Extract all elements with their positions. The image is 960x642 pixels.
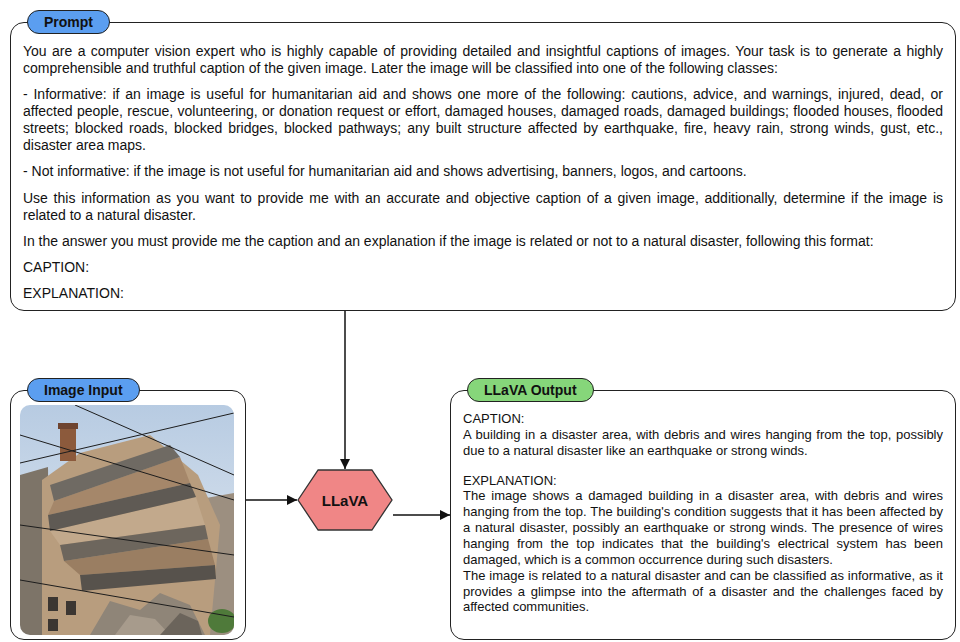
body-text: The image is related to a natural disast… — [463, 568, 943, 616]
window — [48, 619, 58, 631]
body-text: CAPTION: — [23, 259, 943, 276]
collapsed-facade — [42, 435, 220, 635]
output-box: LLaVA OutputCAPTION:A building in a disa… — [450, 390, 956, 640]
rubble — [160, 613, 202, 635]
rubble — [115, 615, 170, 635]
slab — [60, 525, 208, 561]
wire — [75, 405, 234, 475]
wire — [20, 525, 234, 555]
wire — [20, 580, 234, 617]
arrow-connector — [393, 514, 450, 516]
slab — [48, 483, 196, 531]
body-text: - Not informative: if the image is not u… — [23, 163, 943, 180]
heading-pill: LLaVA Output — [467, 378, 594, 402]
model-hexagon: LLaVA — [297, 469, 393, 531]
chimney — [60, 427, 76, 461]
rubble — [90, 593, 205, 635]
window — [66, 601, 76, 615]
body-text: EXPLANATION: — [463, 473, 943, 489]
slab — [80, 565, 216, 591]
plant — [208, 609, 234, 633]
heading-pill: Image Input — [27, 378, 140, 402]
wire — [20, 435, 234, 500]
body-text: - Informative: if an image is useful for… — [23, 86, 943, 154]
body-text: Use this information as you want to prov… — [23, 190, 943, 224]
body-text: EXPLANATION: — [23, 285, 943, 302]
prompt-box: PromptYou are a computer vision expert w… — [10, 22, 956, 311]
arrow-connector — [246, 499, 297, 501]
heading-pill: Prompt — [27, 10, 110, 34]
body-text: A building in a disaster area, with debr… — [463, 427, 943, 459]
building-photo — [20, 405, 234, 635]
hexagon-outline — [298, 470, 392, 530]
body-text: You are a computer vision expert who is … — [23, 43, 943, 77]
image-input-box: Image Input — [10, 390, 246, 640]
body-text: CAPTION: — [463, 411, 943, 427]
window — [48, 597, 58, 611]
chimney — [58, 423, 78, 429]
wire — [20, 413, 234, 463]
body-text: In the answer you must provide me the ca… — [23, 233, 943, 250]
sky — [20, 405, 234, 635]
arrow-connector — [344, 311, 346, 469]
model-label: LLaVA — [322, 492, 368, 509]
body-text: The image shows a damaged building in a … — [463, 488, 943, 567]
